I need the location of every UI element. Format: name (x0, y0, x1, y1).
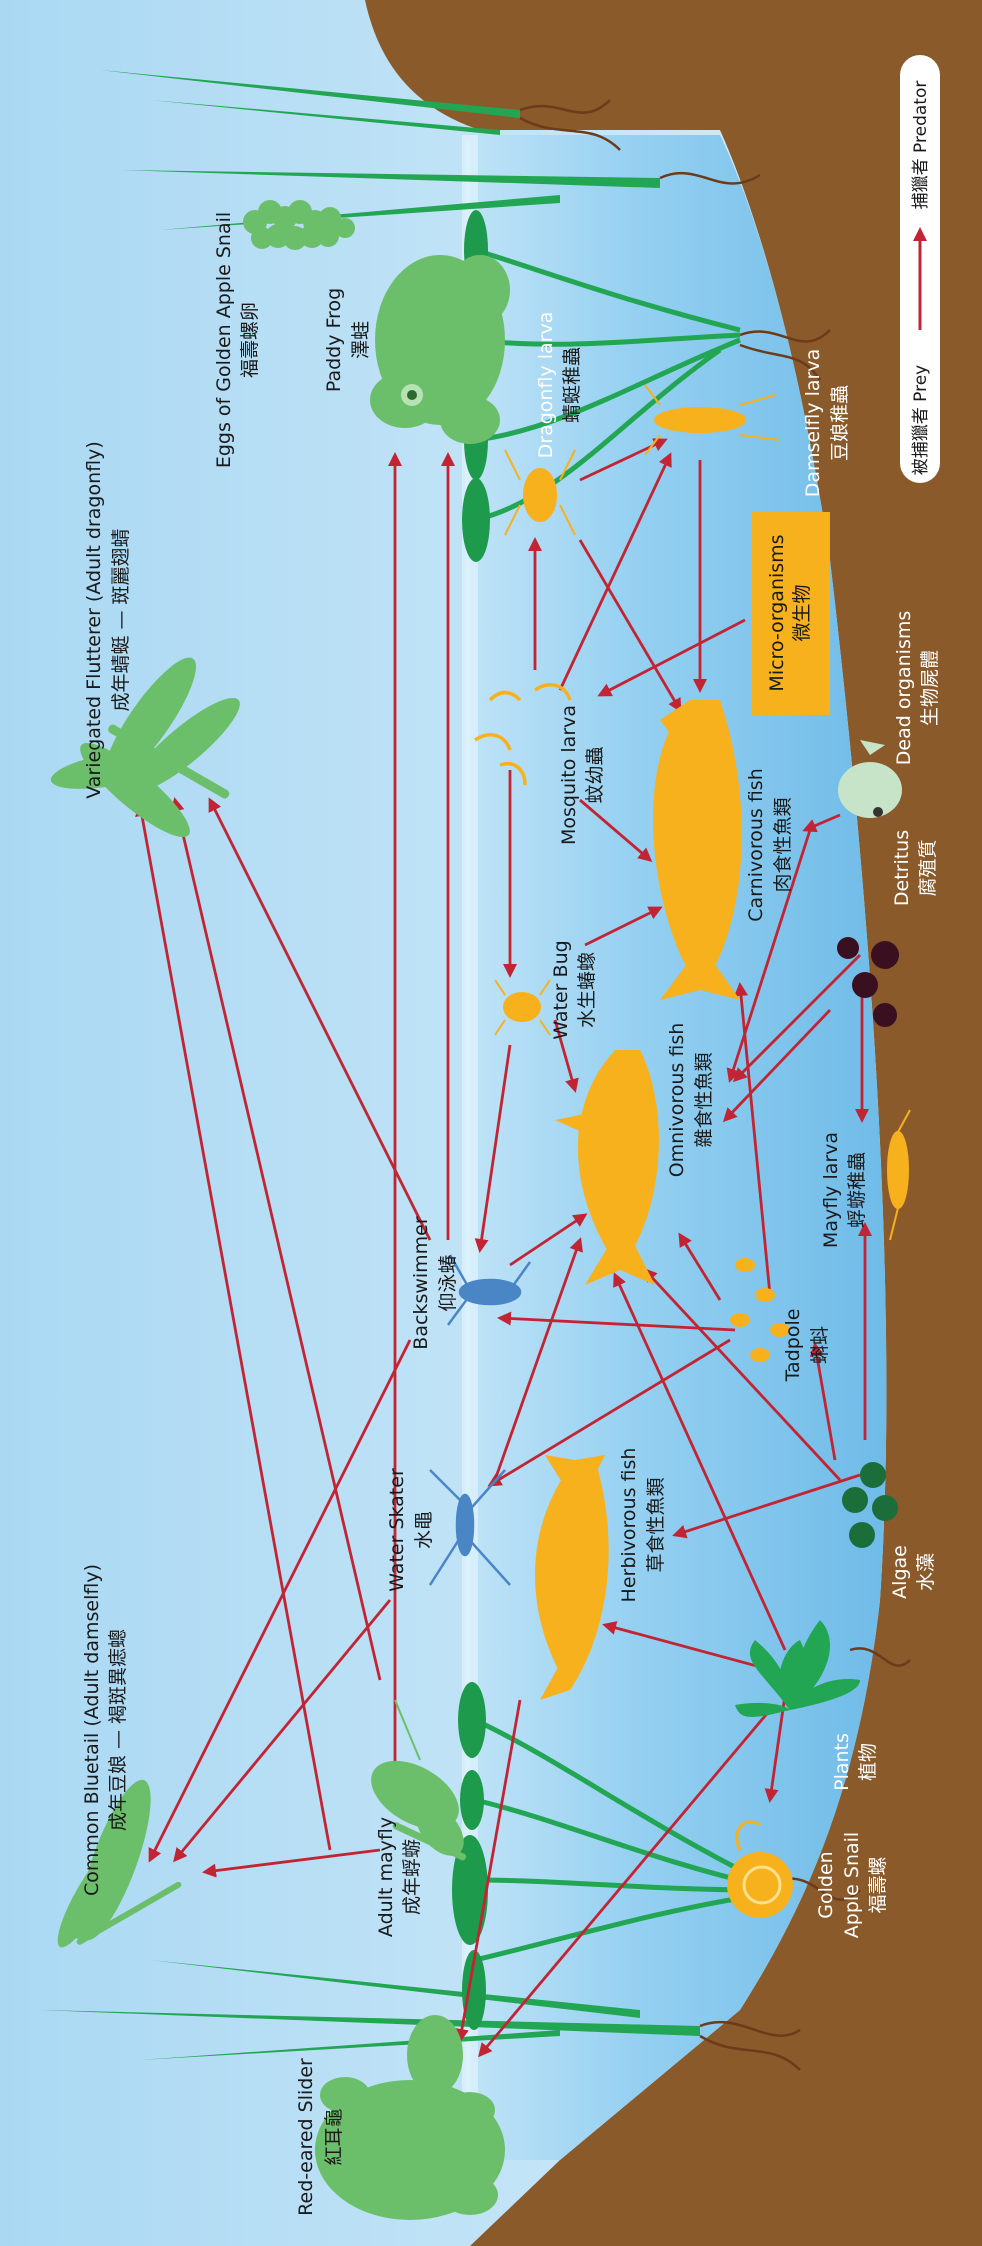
label-common-bluetail-zh: 成年豆娘 — 褐斑異痣蟌 (107, 1629, 129, 1831)
label-detritus-en: Detritus (891, 830, 913, 906)
label-dead-organisms-zh: 生物屍體 (919, 650, 941, 726)
mayfly-larva-icon (887, 1109, 911, 1241)
mosquito-larva-icon (474, 683, 572, 786)
label-algae-zh: 水藻 (915, 1553, 937, 1591)
dragonfly-adult-icon (50, 657, 240, 838)
water-bug-icon (494, 979, 551, 1036)
label-herbivorous-fish-en: Herbivorous fish (618, 1448, 640, 1603)
label-paddy-frog-en: Paddy Frog (323, 288, 345, 392)
damselfly-adult-icon (57, 1779, 182, 1948)
label-eggs-snail-en: Eggs of Golden Apple Snail (213, 212, 235, 468)
label-adult-mayfly-zh: 成年蜉蝣 (401, 1839, 423, 1915)
carnivorous-fish-icon (652, 700, 742, 1000)
label-eggs-snail-zh: 福壽螺卵 (239, 302, 261, 378)
label-water-bug-en: Water Bug (550, 940, 572, 1039)
label-detritus-zh: 腐殖質 (917, 839, 939, 896)
label-carnivorous-fish-en: Carnivorous fish (745, 768, 767, 921)
label-red-eared-slider-zh: 紅耳龜 (323, 2108, 345, 2165)
label-variegated-flutterer-zh: 成年蜻蜓 — 斑麗翅蜻 (110, 528, 132, 711)
plants-icon (735, 1620, 860, 1717)
label-dragonfly-larva-zh: 蜻蜓稚蟲 (561, 347, 583, 423)
label-water-bug-zh: 水生蝽蟓 (576, 952, 598, 1028)
legend-prey: 被捕獵者 Prey (911, 365, 931, 476)
label-omnivorous-fish-en: Omnivorous fish (666, 1023, 688, 1178)
label-tadpole-en: Tadpole (782, 1309, 804, 1383)
paddy-frog-icon (370, 255, 510, 444)
label-dead-organisms-en: Dead organisms (893, 611, 915, 766)
label-paddy-frog-zh: 澤蛙 (350, 321, 372, 359)
dead-fish-icon (838, 740, 902, 818)
mayfly-adult-icon (371, 1699, 467, 1861)
micro-organisms-box: Micro-organisms 微生物 (752, 512, 830, 715)
golden-apple-snail-icon (727, 1820, 793, 1918)
label-common-bluetail-en: Common Bluetail (Adult damselfly) (81, 1564, 103, 1896)
label-mosquito-larva-zh: 蚊幼蟲 (584, 746, 606, 803)
label-golden-snail-zh: 福壽螺 (867, 1856, 889, 1913)
label-water-skater-zh: 水黽 (413, 1511, 435, 1549)
labels: Red-eared Slider 紅耳龜 Common Bluetail (Ad… (81, 212, 941, 2216)
label-omnivorous-fish-zh: 雜食性魚類 (693, 1052, 715, 1147)
label-water-skater-en: Water Skater (386, 1468, 408, 1592)
water-skater-icon (428, 1469, 511, 1586)
snail-eggs-icon (243, 200, 355, 250)
label-mayfly-larva-en: Mayfly larva (820, 1132, 842, 1248)
tadpole-icon (730, 1258, 790, 1362)
label-golden-snail-en1: Golden (815, 1851, 837, 1918)
label-variegated-flutterer-en: Variegated Flutterer (Adult dragonfly) (83, 441, 105, 798)
detritus-icon (837, 937, 899, 1027)
label-damselfly-larva-zh: 豆娘稚蟲 (829, 385, 851, 461)
label-mosquito-larva-en: Mosquito larva (558, 705, 580, 845)
label-dragonfly-larva-en: Dragonfly larva (535, 312, 557, 459)
legend: 被捕獵者 Prey 捕獵者 Predator (900, 55, 940, 483)
label-plants-en: Plants (831, 1733, 853, 1791)
food-web-arrows (135, 438, 872, 2058)
algae-icon (842, 1462, 898, 1548)
label-carnivorous-fish-zh: 肉食性魚類 (772, 797, 794, 892)
label-plants-zh: 植物 (857, 1743, 879, 1781)
damselfly-larva-icon (644, 384, 781, 456)
label-golden-snail-en2: Apple Snail (841, 1832, 863, 1938)
label-algae-en: Algae (889, 1545, 911, 1599)
micro-organisms-label-en: Micro-organisms (766, 534, 788, 691)
water-surface-line (462, 135, 478, 2155)
label-red-eared-slider-en: Red-eared Slider (295, 2058, 317, 2216)
label-damselfly-larva-en: Damselfly larva (802, 349, 824, 498)
label-backswimmer-zh: 仰泳蝽 (437, 1254, 459, 1311)
label-tadpole-zh: 蝌蚪 (809, 1326, 831, 1364)
omnivorous-fish-icon (555, 1050, 659, 1285)
label-mayfly-larva-zh: 蜉蝣稚蟲 (846, 1152, 868, 1228)
red-eared-slider-icon (315, 2015, 505, 2220)
label-backswimmer-en: Backswimmer (410, 1216, 432, 1350)
water-plants-bottom (452, 1682, 762, 2030)
backswimmer-icon (446, 1254, 532, 1326)
label-herbivorous-fish-zh: 草食性魚類 (645, 1477, 667, 1572)
dragonfly-larva-icon (504, 449, 576, 536)
micro-organisms-label-zh: 微生物 (791, 584, 813, 641)
label-adult-mayfly-en: Adult mayfly (375, 1817, 397, 1937)
legend-predator: 捕獵者 Predator (911, 81, 931, 210)
herbivorous-fish-icon (535, 1455, 609, 1700)
